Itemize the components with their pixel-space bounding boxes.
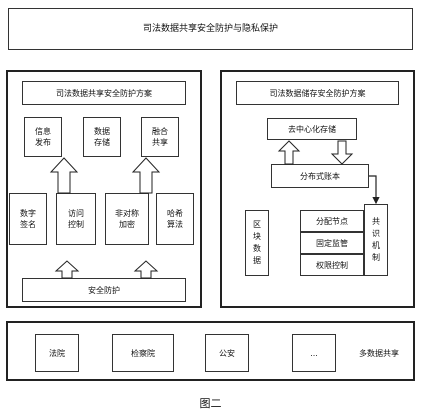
arrow-up-ledger (277, 140, 301, 165)
ledger-consensus-connector (369, 175, 380, 205)
node-alloc-box (300, 210, 364, 232)
arrow-up-left-top (49, 157, 79, 194)
consensus-box (364, 204, 388, 276)
left-panel-title-box (22, 81, 186, 105)
security-protection-box (22, 278, 186, 302)
info-publish-box (24, 117, 62, 157)
data-storage-box (83, 117, 121, 157)
others-box (292, 334, 336, 372)
arrow-down-ledger (330, 140, 354, 165)
procuratorate-label: 检察院 (131, 348, 155, 358)
security-protection-label: 安全防护 (88, 285, 120, 295)
block-data-box (245, 210, 269, 276)
permission-control-box (300, 254, 364, 276)
left-panel-title: 司法数据共享安全防护方案 (56, 88, 152, 98)
top-title: 司法数据共享安全防护与隐私保护 (142, 23, 278, 34)
others-label: ... (310, 348, 318, 358)
digital-sign-box (9, 193, 47, 245)
info-publish-label: 信息 发布 (35, 127, 51, 147)
access-control-box (56, 193, 96, 245)
node-alloc-label: 分配节点 (316, 216, 348, 226)
data-storage-label: 数据 存储 (94, 127, 110, 147)
distributed-ledger-box (271, 164, 369, 188)
arrow-up-right-top (131, 157, 161, 194)
fusion-share-label: 融合 共享 (152, 127, 168, 147)
arrow-up-left-bottom (54, 260, 80, 279)
decentralized-storage-label: 去中心化存储 (288, 124, 336, 134)
consensus-label: 共 识 机 制 (372, 217, 380, 262)
police-box (205, 334, 249, 372)
procuratorate-box (112, 334, 174, 372)
asym-encrypt-label: 非对称 加密 (115, 209, 139, 229)
fixed-supervision-box (300, 232, 364, 254)
permission-control-label: 权限控制 (316, 260, 348, 270)
right-panel-title: 司法数据储存安全防护方案 (269, 88, 366, 98)
court-label: 法院 (49, 348, 65, 358)
decentralized-storage-box (267, 118, 357, 140)
asym-encrypt-box (105, 193, 149, 245)
block-data-label: 区 块 数 据 (253, 220, 261, 265)
hash-algo-box (156, 193, 194, 245)
digital-sign-label: 数字 签名 (20, 209, 36, 229)
police-label: 公安 (219, 348, 235, 358)
left-panel (6, 70, 202, 308)
right-panel-title-box (236, 81, 399, 105)
arrow-up-right-bottom (133, 260, 159, 279)
fixed-supervision-label: 固定监管 (316, 238, 348, 248)
figure-caption: 图二 (199, 396, 222, 410)
top-title-box (8, 8, 413, 50)
fusion-share-box (141, 117, 179, 157)
distributed-ledger-label: 分布式账本 (300, 171, 340, 181)
multi-share-label: 多数据共享 (359, 348, 399, 358)
court-box (35, 334, 79, 372)
access-control-label: 访问 控制 (68, 209, 84, 229)
hash-algo-label: 哈希 算法 (167, 209, 183, 229)
